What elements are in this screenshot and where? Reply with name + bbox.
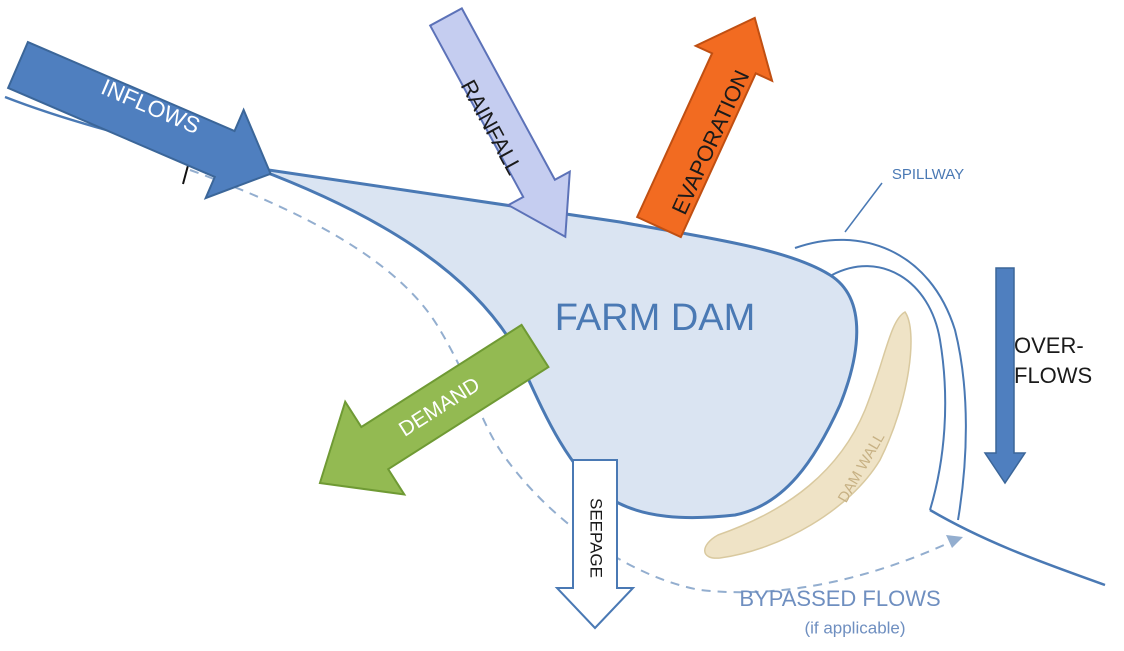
overflows-label-line1: OVER- bbox=[1014, 333, 1084, 358]
demand-arrow bbox=[318, 323, 550, 496]
farm-dam-label: FARM DAM bbox=[555, 297, 756, 339]
evaporation-arrow bbox=[635, 16, 774, 239]
farm-dam-water-body bbox=[254, 166, 859, 520]
spillway-channel-inner bbox=[831, 265, 947, 511]
bypassed-flows-label: BYPASSED FLOWS bbox=[739, 586, 940, 611]
seepage-arrow bbox=[554, 459, 636, 630]
overflows-arrow bbox=[983, 267, 1027, 485]
bypassed-flows-note: (if applicable) bbox=[804, 618, 905, 637]
dam-wall-shape bbox=[704, 311, 912, 559]
spillway-label: SPILLWAY bbox=[892, 166, 964, 183]
spillway-leader-line bbox=[844, 182, 883, 233]
rainfall-arrow bbox=[428, 7, 571, 239]
overflows-label-line2: FLOWS bbox=[1014, 363, 1092, 388]
spillway-channel-outer bbox=[794, 238, 967, 521]
seepage-label: SEEPAGE bbox=[587, 498, 606, 578]
downstream-creek-line bbox=[929, 508, 1106, 587]
bypass-flow-arrowhead bbox=[946, 535, 963, 548]
inflows-arrow bbox=[6, 40, 272, 200]
bypass-flow-line bbox=[189, 169, 956, 594]
